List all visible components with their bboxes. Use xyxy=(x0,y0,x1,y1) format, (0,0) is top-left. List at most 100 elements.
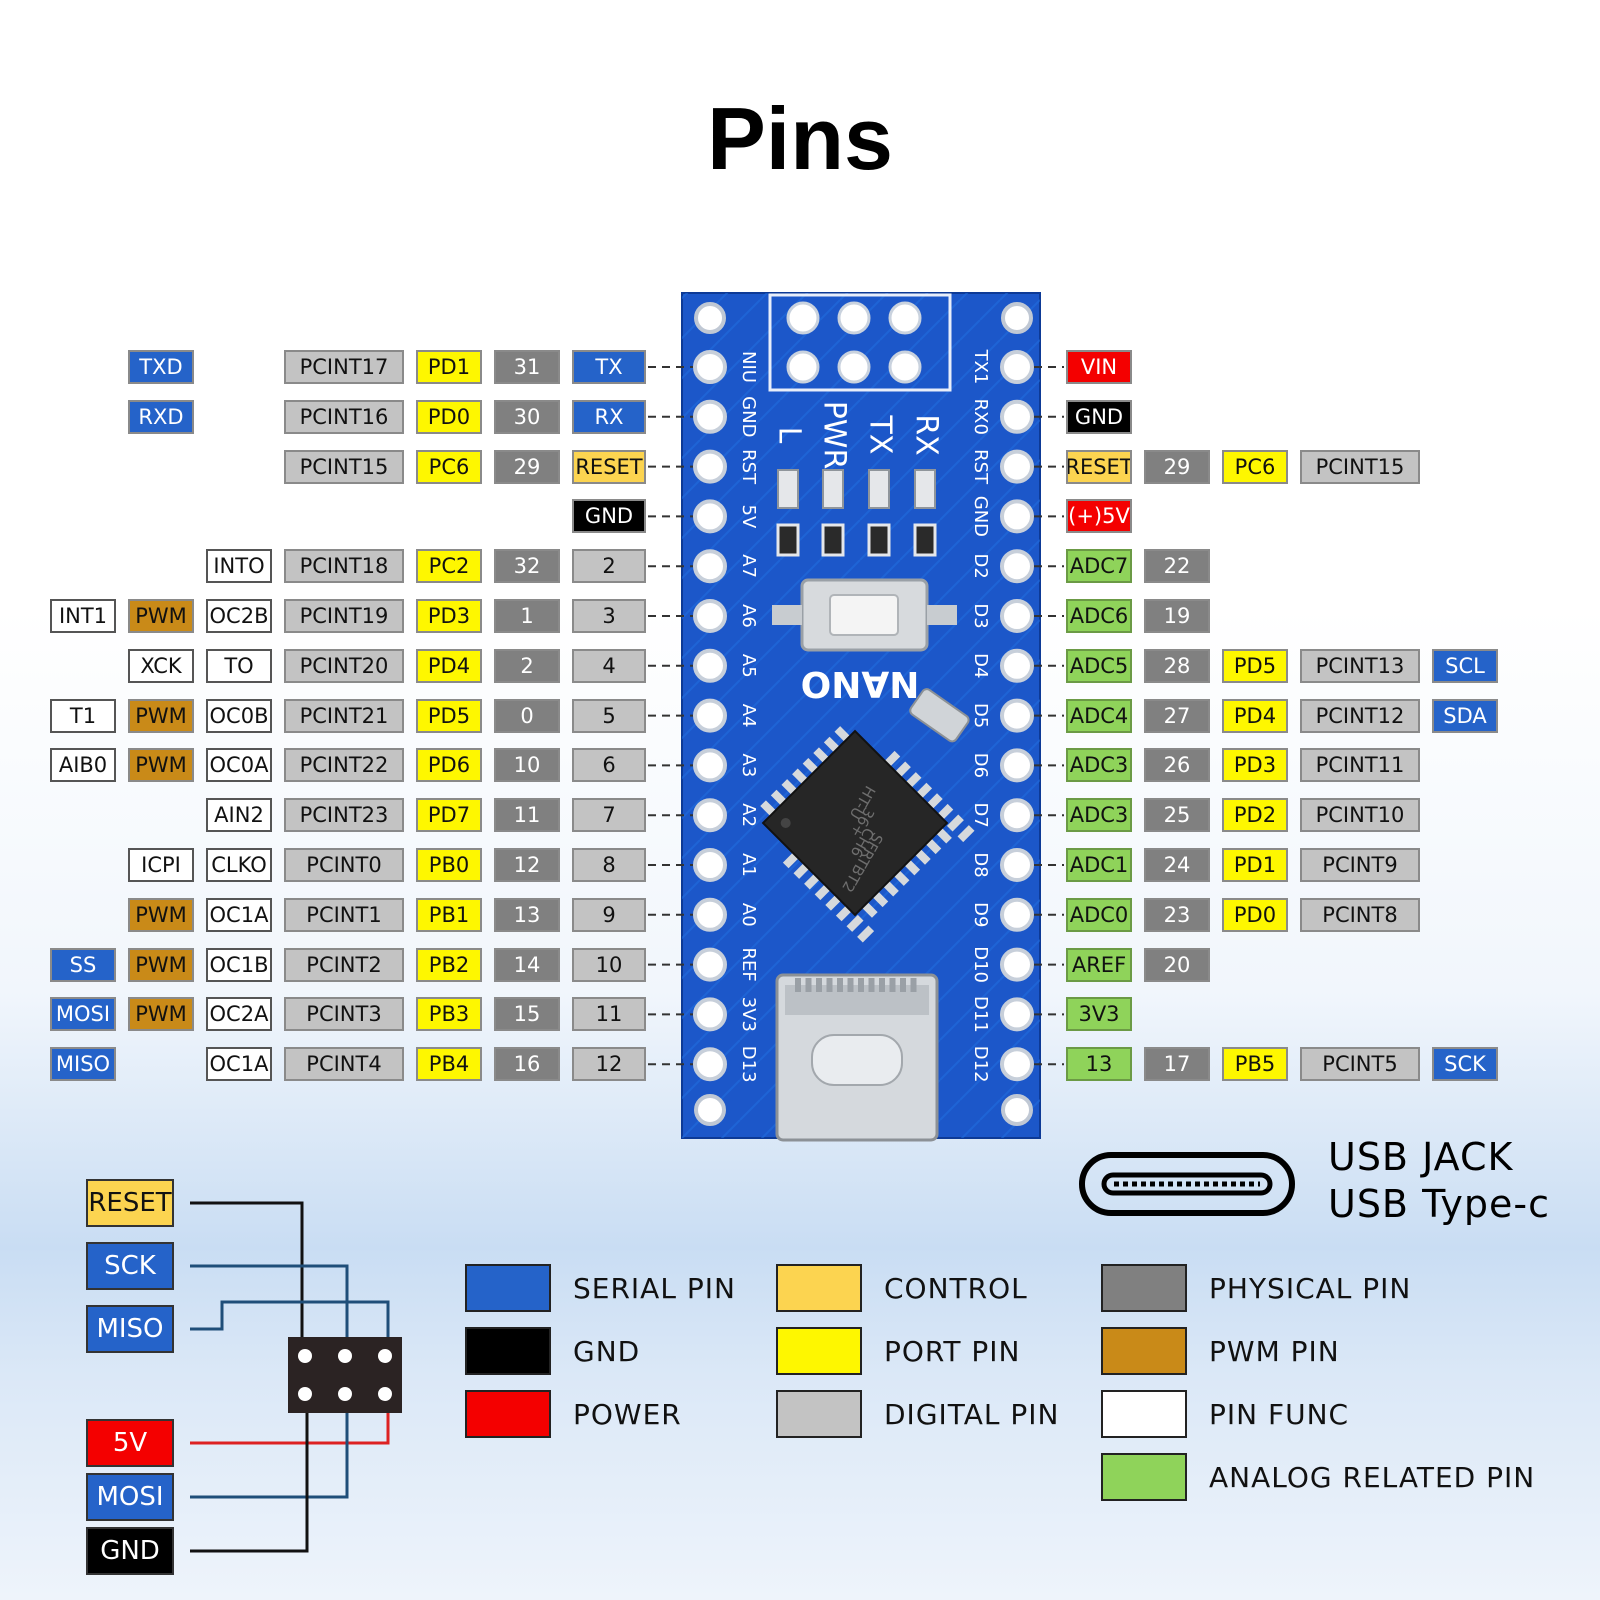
left-pin-label: 31 xyxy=(494,350,560,384)
header-pin xyxy=(693,848,727,882)
left-pin-label: TX xyxy=(572,350,646,384)
header-pin xyxy=(693,997,727,1032)
right-pin-label: ADC7 xyxy=(1066,549,1132,584)
legend-swatch xyxy=(776,1264,862,1312)
legend-swatch xyxy=(465,1264,551,1312)
left-pin-label: 32 xyxy=(494,549,560,584)
legend-swatch xyxy=(776,1327,862,1375)
resistor xyxy=(867,523,891,557)
left-pin-label: PB1 xyxy=(416,897,482,932)
header-pin xyxy=(1000,399,1034,434)
header-pin xyxy=(693,549,727,584)
silk-right: D10 xyxy=(970,946,991,983)
silk-right: RST xyxy=(970,449,991,485)
left-pin-label: PCINT16 xyxy=(284,399,404,434)
left-pin-label: PC2 xyxy=(416,549,482,584)
left-pin-label: 14 xyxy=(494,947,560,982)
header-pin xyxy=(1000,350,1034,384)
left-pin-label: 10 xyxy=(572,947,646,982)
legend-label: CONTROL xyxy=(884,1271,1028,1305)
right-pin-label: ADC3 xyxy=(1066,748,1132,783)
legend-label: PHYSICAL PIN xyxy=(1209,1271,1412,1305)
right-pin-label: PD5 xyxy=(1222,648,1288,683)
silk-right: GND xyxy=(970,496,991,537)
usb-type-label: USB Type-c xyxy=(1328,1182,1550,1226)
silk-right: D7 xyxy=(970,803,991,828)
left-pin-label: OC0B xyxy=(206,698,272,733)
left-pin-label: 4 xyxy=(572,648,646,683)
right-pin-label: PD1 xyxy=(1222,848,1288,882)
right-pin-label: VIN xyxy=(1066,350,1132,384)
left-pin-label: PC6 xyxy=(416,449,482,484)
left-pin-label: 1 xyxy=(494,599,560,633)
left-pin-label: GND xyxy=(572,499,646,534)
right-pin-label: ADC0 xyxy=(1066,897,1132,932)
left-pin-label: PWM xyxy=(128,599,194,633)
right-pin-label: 17 xyxy=(1144,1047,1210,1082)
left-pin-label: 30 xyxy=(494,399,560,434)
left-pin-label: PCINT17 xyxy=(284,350,404,384)
left-pin-label: PB0 xyxy=(416,848,482,882)
right-pin-label: 13 xyxy=(1066,1047,1132,1082)
left-pin-label: PWM xyxy=(128,897,194,932)
legend-label: SERIAL PIN xyxy=(573,1271,736,1305)
usb-contact xyxy=(826,978,833,992)
header-pin xyxy=(693,499,727,534)
left-pin-label: 9 xyxy=(572,897,646,932)
led-label: RX xyxy=(909,414,944,455)
right-pin-label: PD0 xyxy=(1222,897,1288,932)
led-label: PWR xyxy=(817,401,852,470)
usb-contact xyxy=(847,978,854,992)
icsp-label: MOSI xyxy=(86,1473,174,1521)
silk-left: D13 xyxy=(738,1046,759,1083)
right-pin-label: PD2 xyxy=(1222,798,1288,833)
header-pin xyxy=(693,648,727,683)
left-pin-label: OC1A xyxy=(206,897,272,932)
left-pin-label: AIB0 xyxy=(50,748,116,783)
left-pin-label: PB3 xyxy=(416,997,482,1032)
left-pin-label: PD0 xyxy=(416,399,482,434)
header-pin xyxy=(1000,648,1034,683)
header-pin xyxy=(1000,449,1034,484)
right-pin-label: PCINT15 xyxy=(1300,449,1420,484)
icsp-pin xyxy=(338,1349,352,1363)
left-pin-label: PD3 xyxy=(416,599,482,633)
right-pin-label: SDA xyxy=(1432,698,1498,733)
left-pin-label: TXD xyxy=(128,350,194,384)
left-pin-label: INT1 xyxy=(50,599,116,633)
right-pin-label: 28 xyxy=(1144,648,1210,683)
resistor xyxy=(776,523,800,557)
silk-left: 3V3 xyxy=(738,997,759,1032)
left-pin-label: 2 xyxy=(494,648,560,683)
header-pin xyxy=(693,748,727,783)
legend-label: ANALOG RELATED PIN xyxy=(1209,1460,1536,1494)
left-pin-label: 2 xyxy=(572,549,646,584)
right-pin-label: 24 xyxy=(1144,848,1210,882)
silk-right: D5 xyxy=(970,703,991,728)
right-pin-label: 26 xyxy=(1144,748,1210,783)
header-pin xyxy=(693,897,727,932)
usb-contact xyxy=(879,978,885,992)
header-pin xyxy=(1000,947,1034,982)
icsp-wire xyxy=(190,1264,349,1340)
chip-pin xyxy=(957,825,975,843)
right-pin-label: ADC6 xyxy=(1066,599,1132,633)
icsp-label: RESET xyxy=(86,1179,174,1227)
right-pin-label: ADC4 xyxy=(1066,698,1132,733)
left-pin-label: PD5 xyxy=(416,698,482,733)
right-pin-label: SCL xyxy=(1432,648,1498,683)
header-pin xyxy=(1000,599,1034,633)
silk-left: A7 xyxy=(738,554,759,578)
left-pin-label: OC1B xyxy=(206,947,272,982)
left-pin-label: PCINT0 xyxy=(284,848,404,882)
legend-label: PORT PIN xyxy=(884,1334,1021,1368)
board-name: NANO xyxy=(801,663,920,704)
silk-right: D3 xyxy=(970,603,991,628)
right-pin-label: (+)5V xyxy=(1066,499,1132,534)
left-pin-label: PWM xyxy=(128,997,194,1032)
led xyxy=(868,469,890,509)
right-pin-label: PCINT11 xyxy=(1300,748,1420,783)
mcu-chip xyxy=(761,729,949,917)
header-pin xyxy=(693,599,727,633)
usb-contact xyxy=(837,978,843,992)
